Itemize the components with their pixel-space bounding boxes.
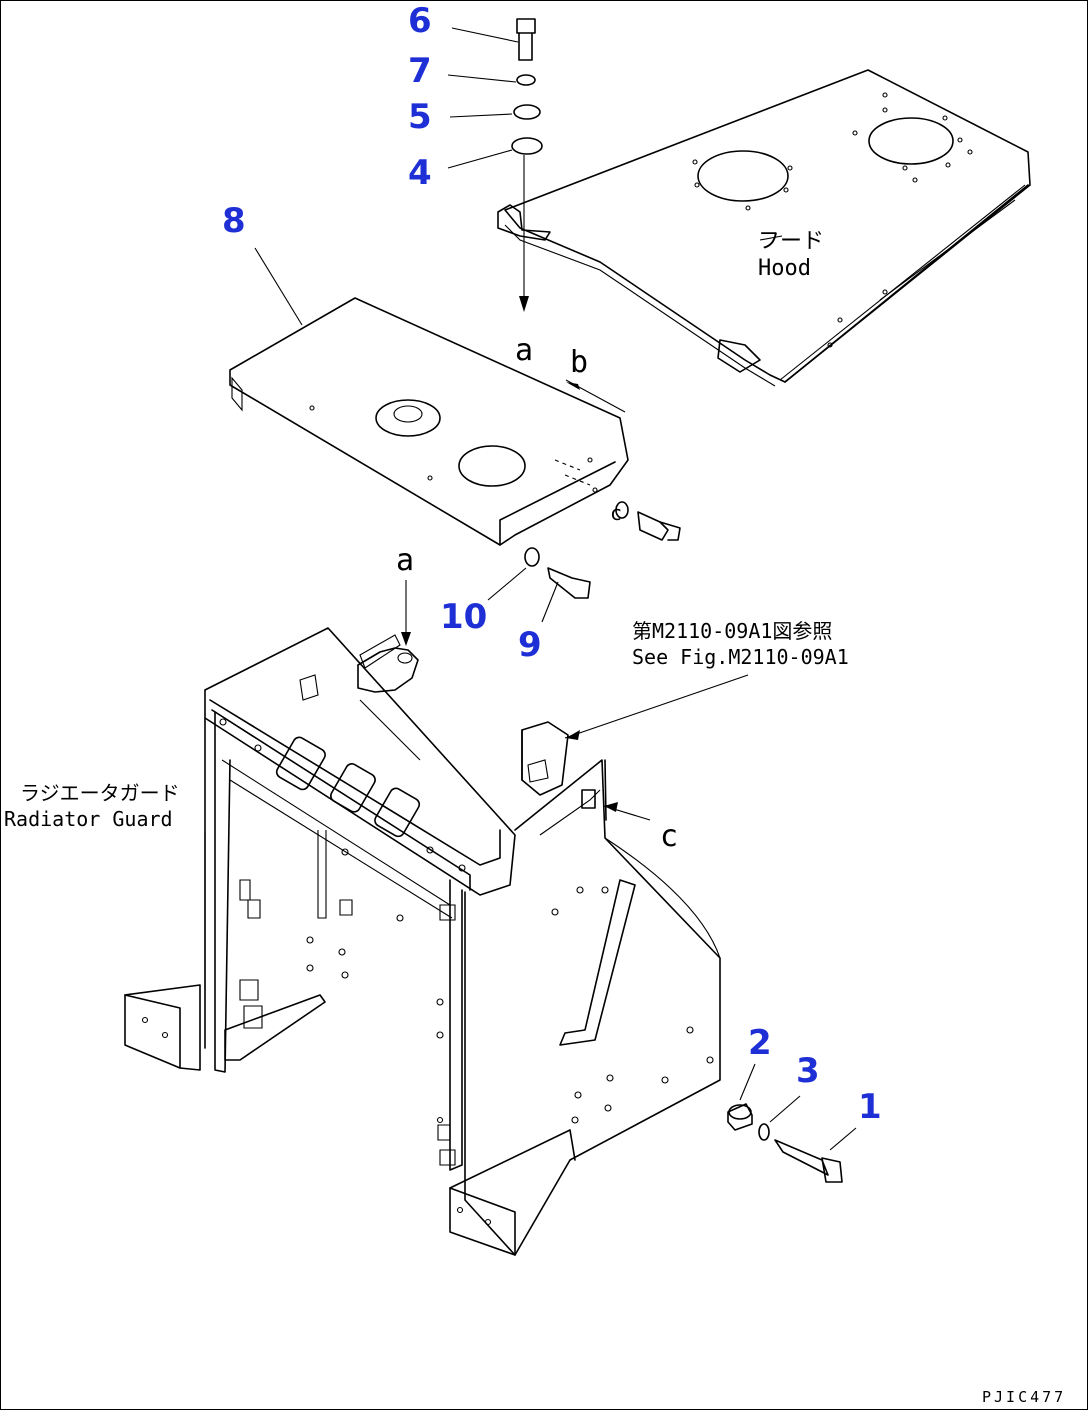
spacer-2 [727, 1103, 753, 1131]
callout-10: 10 [440, 597, 487, 637]
label-ref-jp: 第M2110-09A1図参照 [632, 619, 832, 643]
bracket-ref [521, 674, 749, 796]
letter-c: c [660, 819, 678, 854]
washer-3 [758, 1123, 770, 1141]
bolt-9 [524, 547, 591, 599]
washer-7 [516, 74, 536, 86]
cover-part-8 [229, 297, 629, 546]
callout-8: 8 [222, 201, 246, 241]
callout-6: 6 [408, 1, 432, 41]
letter-a-top: a [515, 333, 533, 368]
callout-5: 5 [408, 97, 432, 137]
label-radiator-guard-jp: ラジエータガード [20, 781, 180, 805]
label-radiator-guard-en: Radiator Guard [4, 807, 173, 831]
label-hood-en: Hood [758, 256, 811, 281]
radiator-guard [124, 627, 516, 1171]
hood-panel [497, 69, 1031, 387]
upper-bracket [357, 647, 419, 693]
bolt-1 [774, 1139, 843, 1183]
washer-5 [513, 104, 541, 120]
callout-4: 4 [408, 153, 432, 193]
callout-3: 3 [796, 1051, 820, 1091]
leader-lines [204, 27, 857, 1151]
arrow-a-head [519, 296, 529, 312]
callout-1: 1 [858, 1087, 882, 1127]
bolt-9-upper [615, 501, 681, 541]
label-ref-en: See Fig.M2110-09A1 [632, 645, 849, 669]
side-panel [436, 759, 721, 1256]
callout-9: 9 [518, 625, 542, 665]
bolt-6 [516, 18, 536, 61]
drawing-code: PJIC477 [982, 1388, 1066, 1406]
washer-4 [511, 137, 543, 155]
label-hood-jp: フード [758, 229, 824, 254]
callout-2: 2 [748, 1023, 772, 1063]
letter-b: b [570, 345, 588, 380]
letter-c-small: c [610, 501, 622, 525]
callout-7: 7 [408, 51, 432, 91]
letter-a-bottom: a [396, 543, 414, 578]
